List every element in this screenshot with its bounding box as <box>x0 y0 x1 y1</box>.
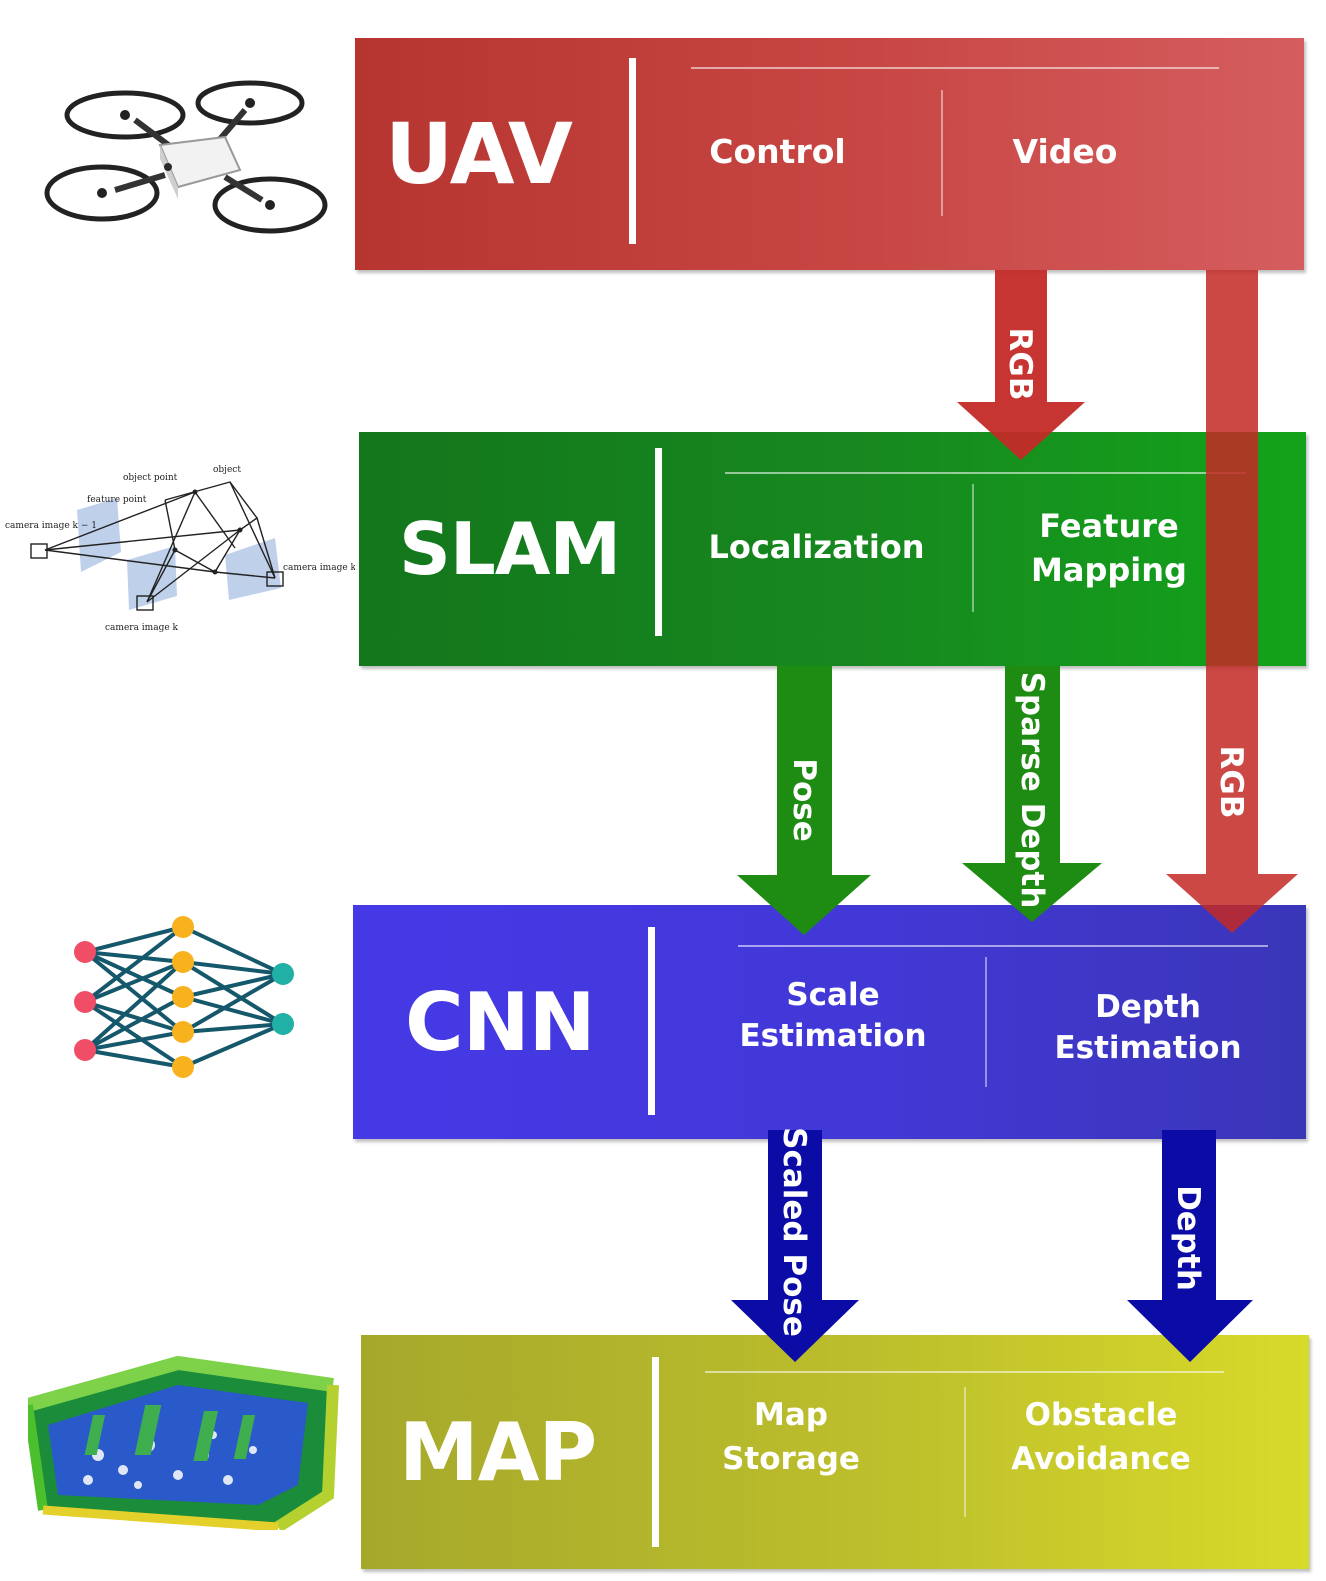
uav-block: UAV Control Video <box>355 38 1304 270</box>
sketch-label-object: object <box>213 465 241 475</box>
slam-top-line <box>725 472 1246 474</box>
neural-network-icon <box>65 910 305 1090</box>
cnn-depth-estimation-label: Depth Estimation <box>1054 989 1242 1066</box>
sketch-label-camera-k-minus-1: camera image k − 1 <box>5 521 97 531</box>
cnn-title: CNN <box>405 975 596 1069</box>
sketch-label-camera-k-plus-1: camera image k + 1 <box>283 563 355 573</box>
scaled-pose-label: Scaled Pose <box>776 1127 812 1337</box>
uav-divider <box>629 58 636 244</box>
slam-geometry-icon: object object point feature point camera… <box>5 460 375 640</box>
map-column-separator <box>964 1387 966 1517</box>
sparse-depth-label: Sparse Depth <box>1014 672 1050 909</box>
map-title: MAP <box>399 1405 597 1499</box>
slam-localization-label: Localization <box>708 528 925 566</box>
map-storage-label: Map Storage <box>722 1397 860 1477</box>
cnn-block: CNN Scale Estimation Depth Estimation <box>353 905 1306 1139</box>
map-obstacle-avoidance-label: Obstacle Avoidance <box>1011 1397 1191 1477</box>
sketch-label-feature-point: feature point <box>87 495 147 505</box>
slam-block: SLAM Localization Feature Mapping <box>359 432 1306 666</box>
slam-feature-mapping-label: Feature Mapping <box>1031 507 1187 589</box>
cnn-divider <box>648 927 655 1115</box>
depth-label: Depth <box>1170 1185 1206 1291</box>
drone-icon <box>40 75 330 245</box>
depth-arrow <box>1127 1130 1253 1362</box>
point-cloud-map-icon <box>23 1345 348 1533</box>
slam-divider <box>655 448 662 636</box>
cnn-scale-estimation-label: Scale Estimation <box>739 977 927 1054</box>
slam-title: SLAM <box>399 507 621 591</box>
sketch-label-camera-k: camera image k <box>105 623 179 633</box>
slam-column-separator <box>972 484 974 612</box>
uav-column-separator <box>941 90 943 216</box>
uav-top-line <box>691 67 1219 69</box>
uav-control-label: Control <box>709 132 846 171</box>
sketch-label-object-point: object point <box>123 473 178 483</box>
uav-video-label: Video <box>1012 132 1118 171</box>
map-top-line <box>705 1371 1224 1373</box>
rgb-to-slam-label: RGB <box>1002 328 1038 401</box>
map-divider <box>652 1357 659 1547</box>
cnn-top-line <box>738 945 1268 947</box>
uav-title: UAV <box>385 105 573 203</box>
pose-label: Pose <box>786 758 822 842</box>
map-block: MAP Map Storage Obstacle Avoidance <box>361 1335 1309 1569</box>
cnn-column-separator <box>985 957 987 1087</box>
sparse-depth-arrow <box>962 666 1102 922</box>
rgb-to-cnn-label: RGB <box>1213 746 1249 819</box>
pose-arrow <box>737 666 871 935</box>
scaled-pose-arrow <box>731 1130 859 1362</box>
